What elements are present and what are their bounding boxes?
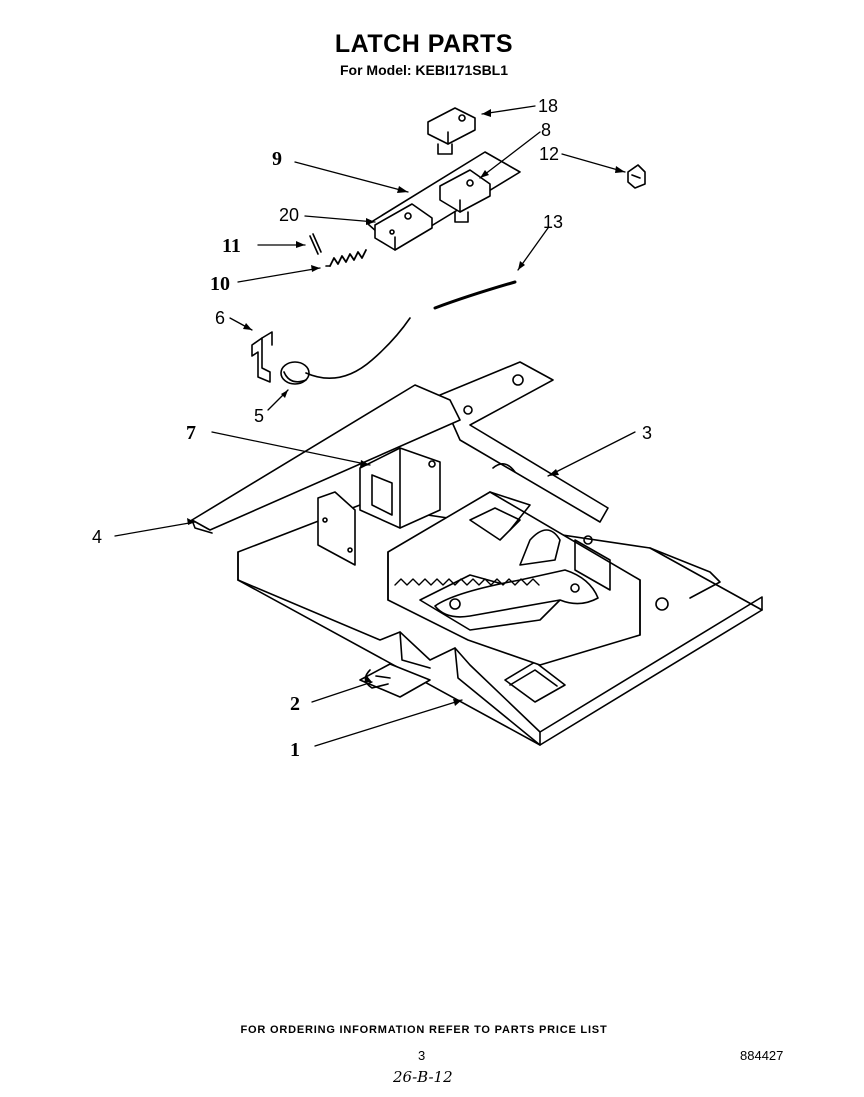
mounting-bracket [317, 491, 356, 566]
leader-lines [114, 105, 636, 747]
leader-1 [314, 699, 463, 747]
part-10-spring [325, 249, 367, 267]
callout-18: 18 [538, 96, 558, 116]
leader-12 [561, 153, 626, 173]
part-13-wire [433, 280, 517, 310]
part-5-sensor [280, 317, 411, 385]
callout-9: 9 [272, 148, 282, 170]
leader-13 [517, 227, 549, 271]
callout-4: 4 [92, 527, 102, 547]
callout-2: 2 [290, 693, 300, 715]
leader-10 [237, 267, 321, 283]
part-6-bracket [251, 331, 273, 383]
callout-10: 10 [210, 273, 230, 295]
callout-3: 3 [642, 423, 652, 443]
leader-arrowheads [187, 109, 625, 706]
callout-7: 7 [186, 422, 196, 444]
callout-12: 12 [539, 144, 559, 164]
callout-5: 5 [254, 406, 264, 426]
latch-platform [387, 491, 669, 666]
callout-labels: 18 8 12 9 20 11 10 13 6 5 7 3 4 2 1 [92, 96, 652, 761]
page-title: LATCH PARTS [334, 30, 514, 58]
part-12-clip [627, 164, 646, 189]
callout-8: 8 [541, 120, 551, 140]
part-7-solenoid [359, 447, 441, 529]
leader-20 [304, 215, 376, 223]
leader-4 [114, 521, 196, 537]
leader-8 [479, 131, 541, 179]
part-11-pin [309, 233, 322, 255]
part-20-switch [374, 203, 433, 251]
callout-6: 6 [215, 308, 225, 328]
part-8-switch [439, 169, 491, 223]
leader-2 [311, 681, 373, 703]
document-number: 884427 [740, 1048, 784, 1063]
ordering-note: FOR ORDERING INFORMATION REFER TO PARTS … [240, 1024, 608, 1036]
leader-3 [547, 431, 636, 477]
model-subtitle: For Model: KEBI171SBL1 [339, 62, 509, 78]
leader-9 [294, 161, 409, 193]
page-number: 3 [418, 1048, 426, 1063]
handwritten-note: 26-B-12 [393, 1068, 453, 1086]
leader-7 [211, 431, 371, 466]
callout-13: 13 [543, 212, 563, 232]
callout-11: 11 [222, 235, 241, 257]
part-18-switch [427, 107, 476, 155]
part-3-right-rail [439, 361, 609, 523]
callout-20: 20 [279, 205, 299, 225]
callout-1: 1 [290, 739, 300, 761]
